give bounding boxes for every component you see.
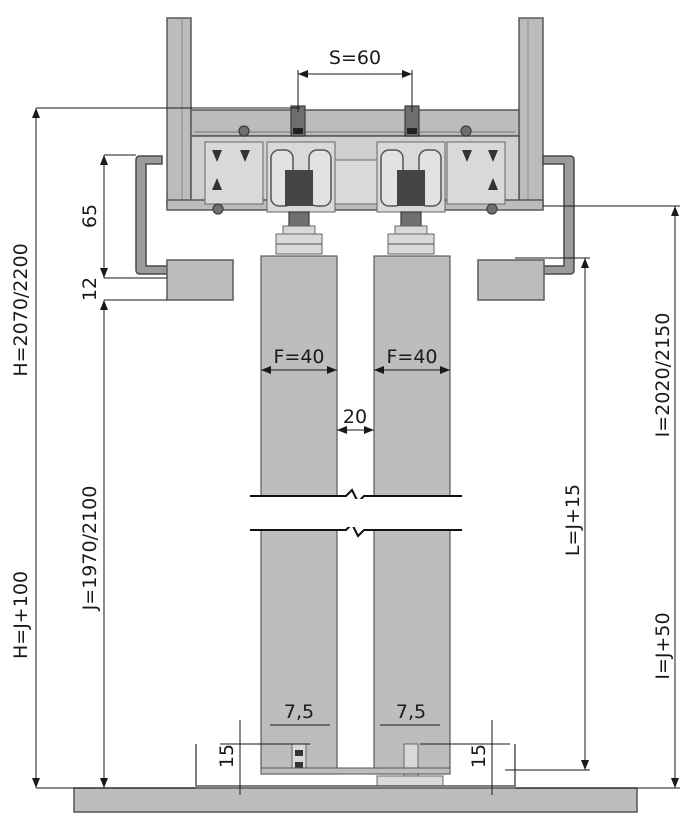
height-formula-label: H=J+100 <box>10 571 32 659</box>
i-height-label: I=2020/2150 <box>652 313 674 438</box>
floor <box>73 787 638 813</box>
floor-clearance-left-label: 15 <box>216 744 238 768</box>
right-wall-block <box>477 259 545 301</box>
bracket-thickness-label: 12 <box>79 277 101 301</box>
panel-gap-label: 20 <box>343 406 367 428</box>
guide-offset-left-label: 7,5 <box>284 701 314 723</box>
panel-height-label: J=1970/2100 <box>79 486 101 612</box>
left-wall-block <box>166 259 234 301</box>
left-carriage <box>266 105 336 255</box>
spacing-label: S=60 <box>329 47 381 69</box>
l-formula-label: L=J+15 <box>562 484 584 556</box>
left-post <box>166 17 192 207</box>
dimension-arrows <box>32 70 679 788</box>
top-track <box>166 109 544 215</box>
right-door-panel <box>373 255 451 775</box>
floor-guide <box>195 743 516 787</box>
total-height-label: H=2070/2200 <box>10 243 32 376</box>
break-lines <box>250 488 462 538</box>
right-carriage <box>376 105 446 255</box>
panel-thickness-left-label: F=40 <box>273 346 324 368</box>
i-formula-label: I=J+50 <box>652 612 674 679</box>
panel-thickness-right-label: F=40 <box>386 346 437 368</box>
dimension-lines <box>35 70 680 795</box>
floor-clearance-right-label: 15 <box>468 744 490 768</box>
left-door-panel <box>260 255 338 775</box>
right-post <box>518 17 544 207</box>
bracket-offset-label: 65 <box>79 204 101 228</box>
guide-offset-right-label: 7,5 <box>396 701 426 723</box>
